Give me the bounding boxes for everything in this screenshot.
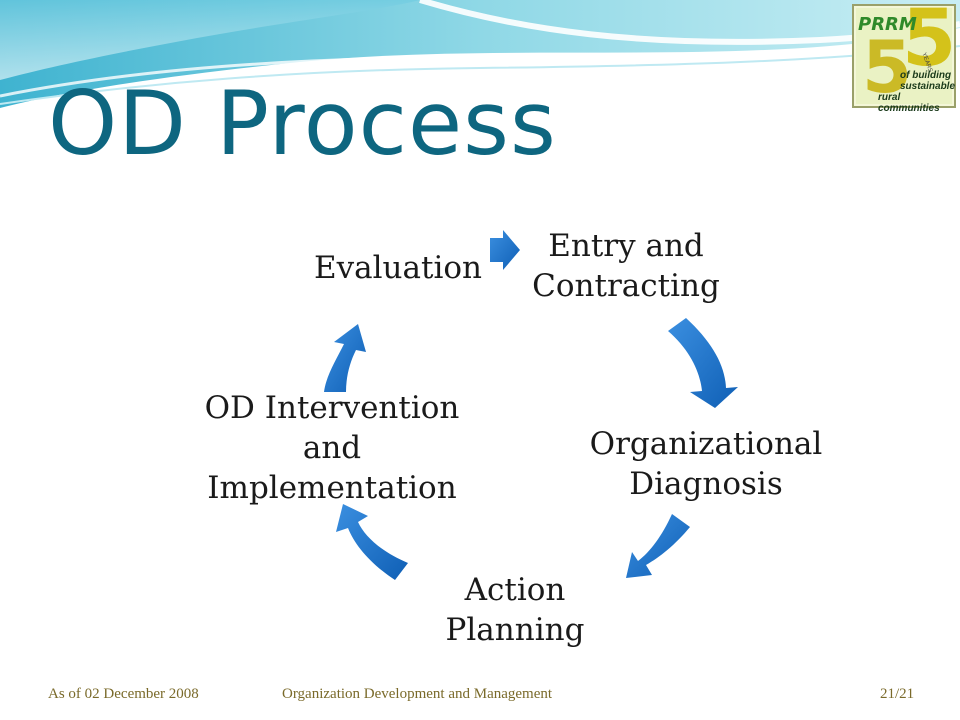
logo-badge: [852, 4, 956, 108]
logo-number-shadow: 5: [862, 25, 913, 109]
logo-line-1: of building: [900, 70, 952, 81]
arrow-entry-to-diagnosis: [668, 318, 738, 408]
arrow-planning-to-intervention: [336, 504, 408, 580]
arrow-intervention-to-evaluation: [324, 324, 366, 392]
footer-title: Organization Development and Management: [282, 686, 553, 702]
arrow-diagnosis-to-planning: [626, 514, 690, 578]
prrm-logo: 5 5 PRRM YEARS of building sustainable r…: [852, 0, 956, 114]
footer-date: As of 02 December 2008: [48, 686, 199, 702]
node-action-planning: Action Planning: [445, 572, 585, 648]
node-entry-contracting: Entry and Contracting: [532, 228, 720, 304]
logo-line-3: rural communities: [878, 92, 940, 114]
logo-letters: PRRM: [858, 14, 917, 35]
node-od-intervention: OD Intervention and Implementation: [204, 390, 460, 506]
logo-number: 5: [902, 0, 957, 84]
slide-title: OD Process: [48, 72, 557, 175]
node-evaluation: Evaluation: [314, 250, 482, 286]
footer-page-number: 21/21: [880, 686, 915, 702]
logo-line-2: sustainable: [900, 81, 956, 92]
node-organizational-diagnosis: Organizational Diagnosis: [589, 426, 823, 502]
arrow-evaluation-to-entry: [490, 230, 520, 270]
